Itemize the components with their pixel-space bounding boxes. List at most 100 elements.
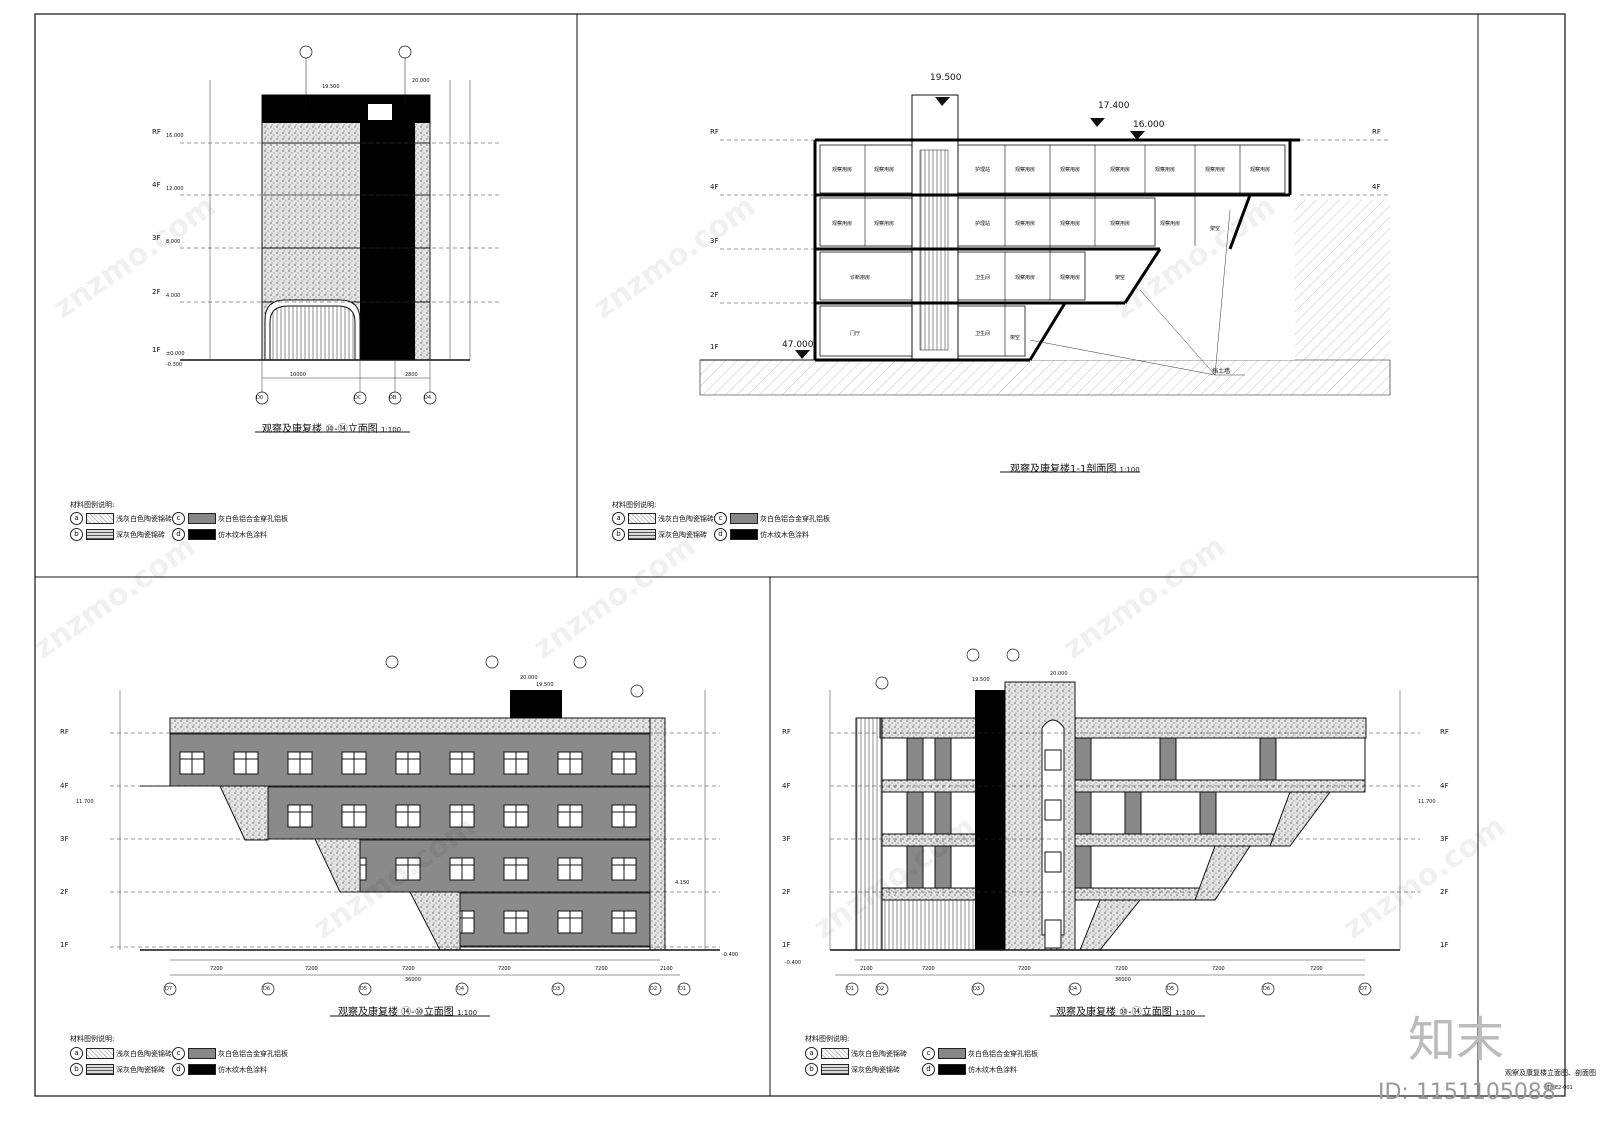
section-elev-47000: 47.000 <box>782 340 814 350</box>
axis-label: D7 <box>1360 986 1368 992</box>
dim-bay: 7200 <box>1310 966 1323 972</box>
axis-label: D5 <box>1167 986 1175 992</box>
legend-swatch <box>628 513 656 524</box>
level-rf-value: 16.000 <box>166 133 184 139</box>
room-label: 护理站 <box>975 221 991 227</box>
level-rf: RF <box>782 728 791 736</box>
legend-text: 灰白色铝合金穿孔铝板 <box>760 515 830 523</box>
legend-key: a <box>612 512 625 525</box>
legend-swatch <box>188 529 216 540</box>
section-elev-19500: 19.500 <box>930 73 962 83</box>
axis-label: D3 <box>973 986 981 992</box>
axis-label: D1 <box>847 986 855 992</box>
room-label: 观察用房 <box>1250 167 1271 173</box>
dim-end-bay: 2100 <box>860 966 873 972</box>
level-mid: 11.700 <box>1418 799 1436 805</box>
section-1-1 <box>699 94 1391 473</box>
legend-swatch <box>188 1048 216 1059</box>
axis-label: D4 <box>1070 986 1078 992</box>
legend-swatch <box>86 513 114 524</box>
legend-swatch <box>821 1064 849 1075</box>
legend-key: d <box>172 528 185 541</box>
legend-swatch <box>628 529 656 540</box>
dim-bay: 7200 <box>595 966 608 972</box>
top-elev-20000: 20.000 <box>520 675 538 681</box>
axis-label: D6 <box>1263 986 1271 992</box>
level-4f: 4F <box>1440 782 1449 790</box>
room-label: 观察用房 <box>874 221 895 227</box>
room-label: 观察用房 <box>1015 221 1036 227</box>
level-4f: 4F <box>60 782 69 790</box>
axis-label: D2 <box>650 986 658 992</box>
retaining-wall-label: 挡土墙 <box>1212 368 1231 375</box>
legend-swatch <box>938 1048 966 1059</box>
axis-label: D3 <box>553 986 561 992</box>
level-rf: RF <box>152 128 161 136</box>
dim-total: 36000 <box>405 977 421 983</box>
level-1f: 1F <box>60 941 69 949</box>
axis-label: D6 <box>263 986 271 992</box>
legend-text: 浅灰白色陶瓷锦砖 <box>658 515 714 523</box>
level-1f: 1F <box>152 346 161 354</box>
legend-swatch <box>188 1064 216 1075</box>
level-below2: -0.400 <box>722 952 739 958</box>
brand-id: ID: 1151105088 <box>1378 1080 1556 1105</box>
legend-key: b <box>70 1063 83 1076</box>
level-2f: 2F <box>782 888 791 896</box>
brand-logo: 知末 <box>1408 1012 1505 1068</box>
level-4f: 4F <box>710 183 719 191</box>
legend-text: 浅灰白色陶瓷锦砖 <box>116 1050 172 1058</box>
legend-swatch <box>86 1064 114 1075</box>
level-rf: RF <box>1372 128 1381 136</box>
axis-label: D4 <box>457 986 465 992</box>
legend-text: 仿木纹木色涂料 <box>218 531 267 539</box>
room-label: 架空 <box>1010 335 1021 341</box>
axis-label: D2 <box>877 986 885 992</box>
room-label: 观察用房 <box>874 167 895 173</box>
top-elev-19500: 19.500 <box>536 682 554 688</box>
legend-text: 深灰色陶瓷锦砖 <box>658 531 707 539</box>
level-rf: RF <box>1440 728 1449 736</box>
room-label: 观察用房 <box>832 167 853 173</box>
legend-text: 深灰色陶瓷锦砖 <box>851 1066 900 1074</box>
level-2f: 2F <box>710 291 719 299</box>
elevation-bottom-left <box>110 655 720 1017</box>
legend-text: 仿木纹木色涂料 <box>218 1066 267 1074</box>
axis-label: D0 <box>256 395 264 401</box>
room-label: 卫生间 <box>975 275 991 281</box>
legend-text: 深灰色陶瓷锦砖 <box>116 1066 165 1074</box>
room-label: 观察用房 <box>1160 221 1181 227</box>
legend-key: c <box>922 1047 935 1060</box>
dim-2800: 2800 <box>405 372 418 378</box>
room-label: 架空 <box>1115 275 1126 281</box>
room-label: 观察用房 <box>1205 167 1226 173</box>
legend-key: c <box>172 1047 185 1060</box>
room-label: 架空 <box>1210 226 1221 232</box>
legend-swatch <box>730 529 758 540</box>
level-2f: 2F <box>1440 888 1449 896</box>
level-3f: 3F <box>1440 835 1449 843</box>
room-label: 观察用房 <box>1110 221 1131 227</box>
level-1f-value: ±0.000 <box>166 351 185 357</box>
sheet-title: 观察及康复楼立面图、剖面图 <box>1505 1069 1596 1077</box>
level-below2: -0.400 <box>785 960 802 966</box>
level-3f: 3F <box>60 835 69 843</box>
level-4f: 4F <box>1372 183 1381 191</box>
legend-text: 仿木纹木色涂料 <box>760 531 809 539</box>
dim-bay: 7200 <box>305 966 318 972</box>
legend-key: a <box>70 1047 83 1060</box>
legend-swatch <box>730 513 758 524</box>
axis-label: DB <box>389 395 397 401</box>
level-1f: 1F <box>1440 941 1449 949</box>
level-4f: 4F <box>782 782 791 790</box>
legend-key: b <box>805 1063 818 1076</box>
top-elev-20000: 20.000 <box>412 78 430 84</box>
axis-label: DC <box>354 395 362 401</box>
level-3f: 3F <box>782 835 791 843</box>
axis-label: D4 <box>424 395 432 401</box>
level-rf: RF <box>710 128 719 136</box>
legend-key: b <box>70 528 83 541</box>
elevation-bottom-right <box>829 648 1420 1017</box>
room-label: 观察用房 <box>832 221 853 227</box>
